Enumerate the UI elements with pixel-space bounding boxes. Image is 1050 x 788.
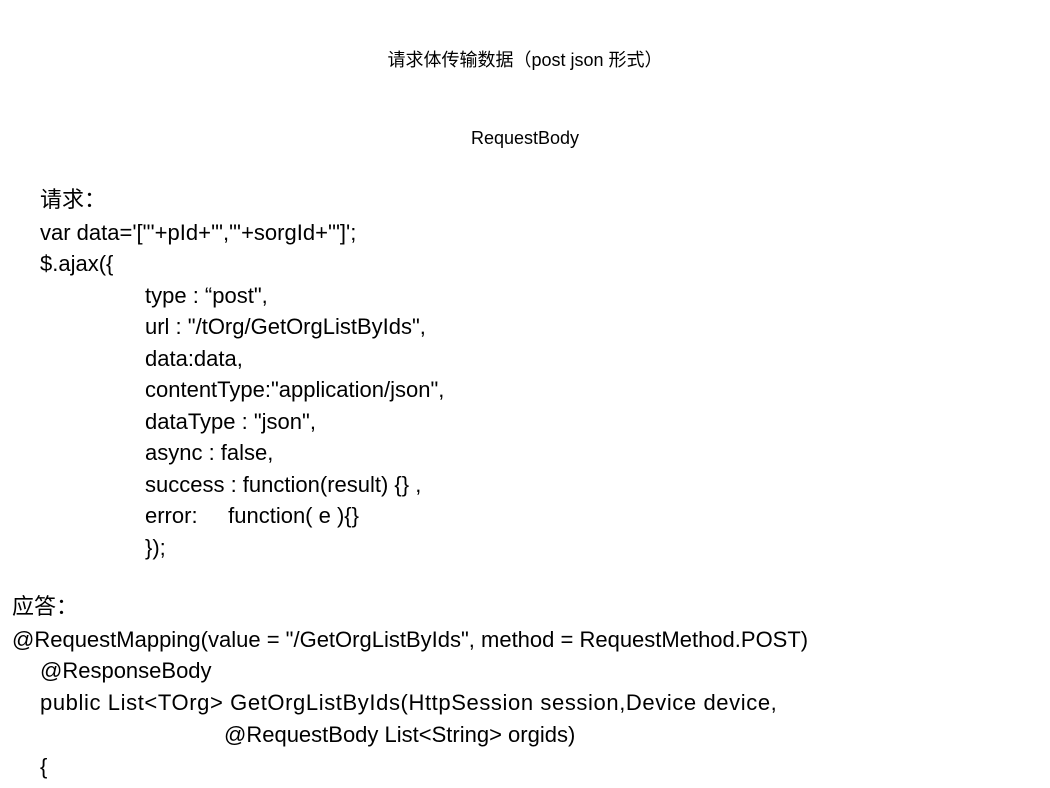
request-heading: 请求： xyxy=(40,188,107,213)
code-line: var data='["'+pId+'","'+sorgId+'"]'; xyxy=(40,220,357,245)
code-line: @RequestBody List<String> orgids) xyxy=(224,722,576,747)
code-line: url : "/tOrg/GetOrgListByIds", xyxy=(145,314,426,339)
slide-subtitle: RequestBody xyxy=(470,128,580,148)
slide-title: 请求体传输数据（post json 形式） xyxy=(387,50,663,70)
code-line: error: function( e ){} xyxy=(145,503,359,528)
code-line: contentType:"application/json", xyxy=(145,377,445,402)
code-line: type : “post", xyxy=(145,283,268,308)
code-line: { xyxy=(40,754,48,779)
code-line: @RequestMapping(value = "/GetOrgListById… xyxy=(12,627,809,652)
code-line: @ResponseBody xyxy=(40,658,212,683)
code-line: success : function(result) {} , xyxy=(145,472,422,497)
code-line: $.ajax({ xyxy=(40,251,114,276)
code-line: }); xyxy=(145,535,166,560)
code-line: public List<TOrg> GetOrgListByIds(HttpSe… xyxy=(40,690,778,715)
code-line: dataType : "json", xyxy=(145,409,316,434)
code-line: data:data, xyxy=(145,346,243,371)
response-heading: 应答： xyxy=(12,595,79,620)
code-line: async : false, xyxy=(145,440,274,465)
